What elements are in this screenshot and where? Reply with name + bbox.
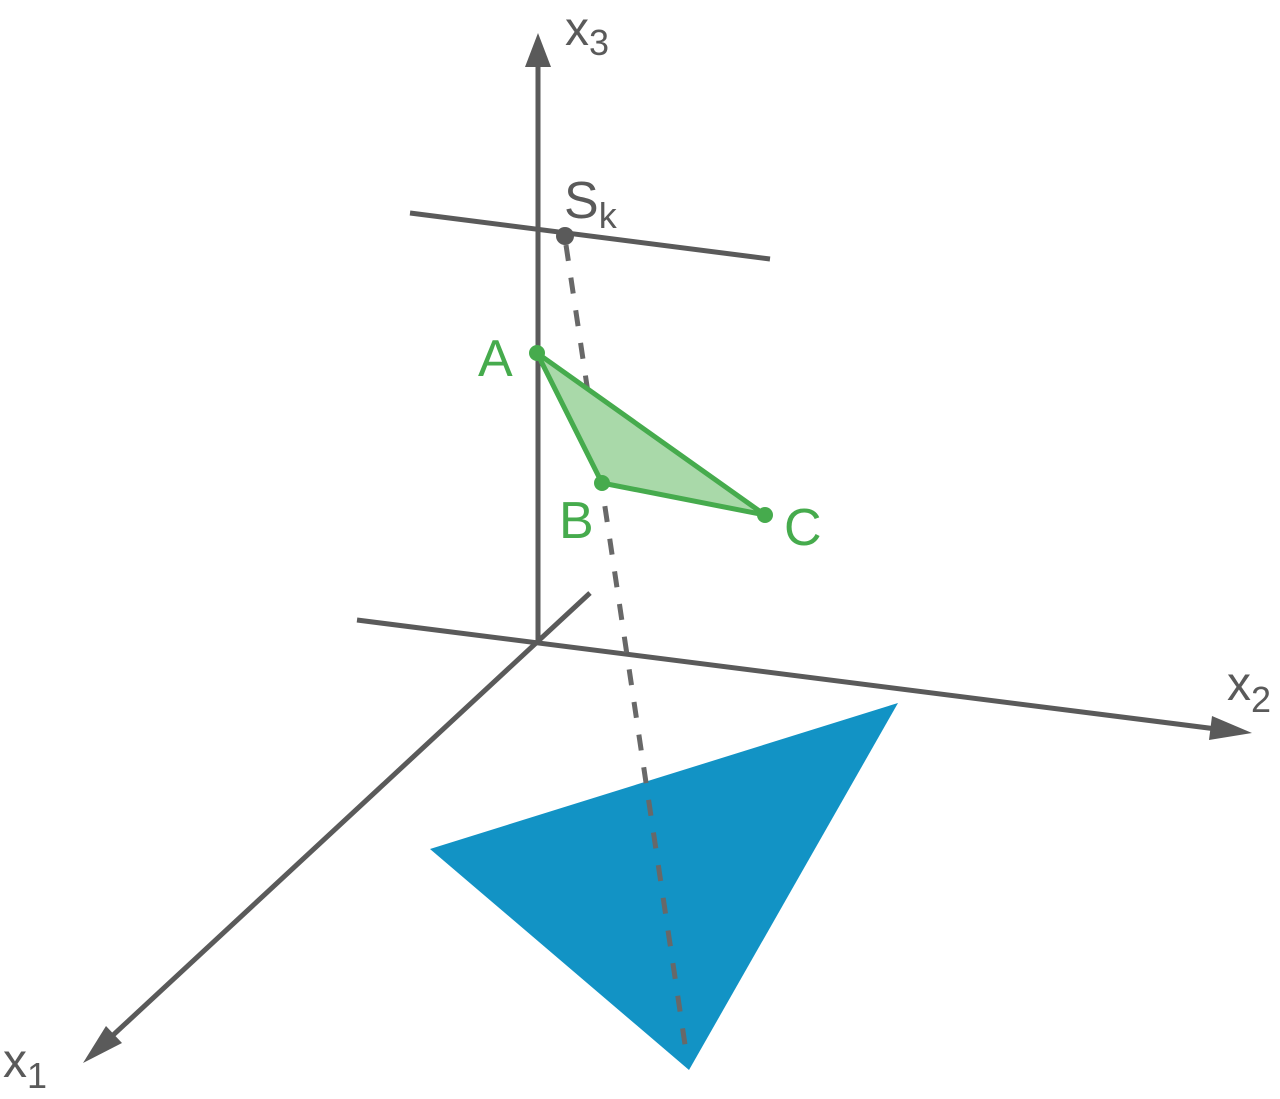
x1-axis-line — [95, 591, 592, 1052]
x2-axis-label: x2 — [1227, 658, 1271, 720]
vertex-c-dot — [757, 507, 773, 523]
sk-search-line — [409, 210, 771, 262]
projection-dashed-line — [563, 244, 690, 1059]
blue-plane-triangle — [430, 703, 898, 1070]
x2-axis-line — [356, 617, 1241, 735]
x3-axis-arrowhead-icon — [525, 33, 551, 67]
vertex-b-label: B — [559, 492, 594, 550]
vertex-b-dot — [594, 475, 610, 491]
x2-axis-arrowhead-icon — [1209, 716, 1252, 740]
x1-axis-label: x1 — [3, 1035, 47, 1096]
x1-axis-arrowhead-icon — [83, 1026, 122, 1063]
x3-axis-label: x3 — [565, 3, 609, 63]
simplex-triangle-abc — [534, 350, 768, 518]
sk-point-label: Sk — [564, 172, 618, 236]
vertex-a-dot — [529, 345, 545, 361]
sk-point-dot — [556, 227, 574, 245]
vertex-c-label: C — [784, 499, 822, 557]
vertex-a-label: A — [478, 330, 513, 388]
